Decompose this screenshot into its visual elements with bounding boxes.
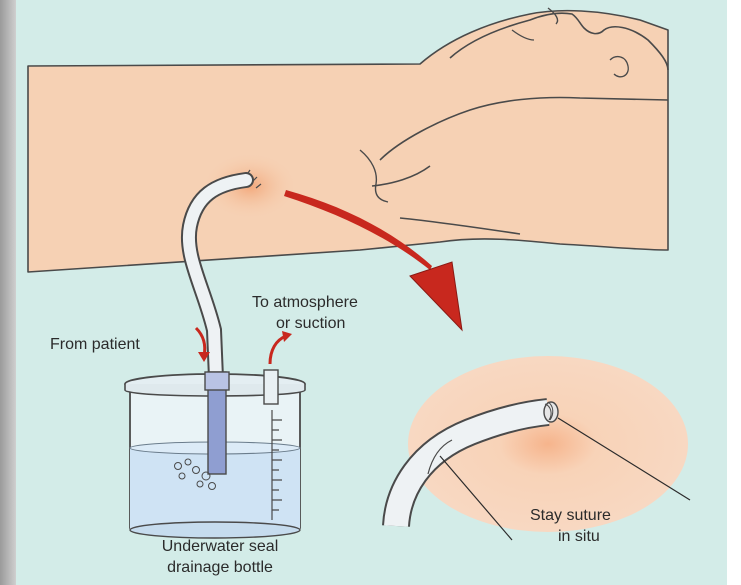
label-stay-suture: Stay suture	[530, 506, 611, 525]
label-or-suction: or suction	[276, 314, 345, 333]
right-frame-edge	[727, 0, 741, 585]
label-in-situ: in situ	[558, 527, 600, 546]
label-underwater-seal: Underwater seal	[110, 537, 330, 556]
label-to-atmosphere: To atmosphere	[252, 293, 358, 312]
label-from-patient: From patient	[50, 335, 140, 354]
left-frame-edge	[0, 0, 16, 585]
label-drainage-bottle: drainage bottle	[110, 558, 330, 577]
drainage-bottle	[125, 370, 305, 538]
